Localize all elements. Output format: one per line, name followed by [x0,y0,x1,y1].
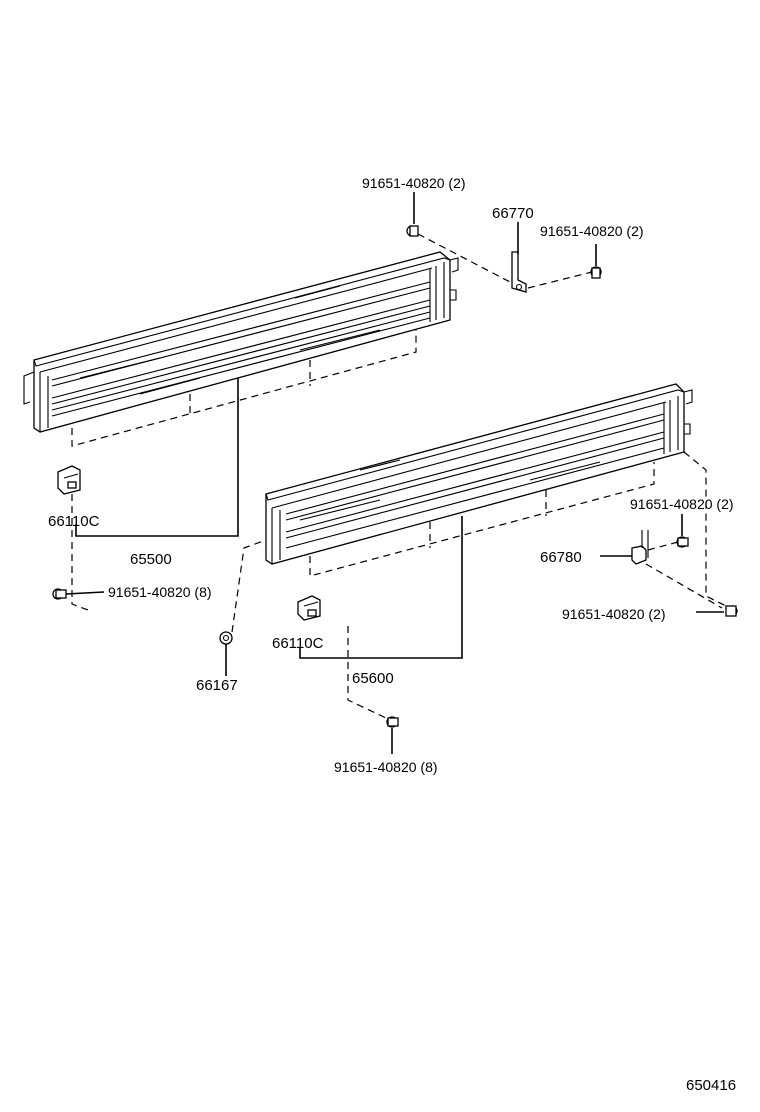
callout-hinge-right: 66780 [540,549,582,566]
leader-panel-left-bottom [71,330,417,447]
callout-latch-right: 66110C [272,635,324,652]
leader-latch-right-dash [347,626,387,719]
cap-66167-icon [219,631,233,645]
side-panel-65600 [265,383,693,565]
leader-hinge-bolt-right-dash [647,541,679,551]
leader-latch-left-dash [71,494,89,611]
callout-bolt-right-upper: 91651-40820 (2) [630,496,734,512]
callout-bolt-top: 91651-40820 (2) [362,175,466,191]
hinge-66780-icon [631,530,649,565]
callout-bolt-left: 91651-40820 (8) [108,584,212,600]
bolt-right-upper-icon [676,536,689,548]
latch-right-icon [297,595,321,621]
figure-id: 650416 [686,1077,736,1094]
leader-bolt-left [65,591,105,595]
bolt-left-icon [52,588,67,600]
bolt-top-icon [406,225,419,237]
callout-cap: 66167 [196,677,238,694]
callout-hinge-top: 66770 [492,205,534,222]
latch-left-icon [57,465,81,495]
side-panel-65500 [23,251,459,433]
leader-hinge-bolt-dash [527,271,593,289]
callout-bolt-right-lower: 91651-40820 (2) [562,606,666,622]
bolt-right-lower-icon [725,605,738,617]
leader-panel-right [299,516,463,659]
hinge-66770-icon [511,251,527,293]
bolt-hinge-top-icon [590,266,602,279]
leader-bolt-top-dash [417,233,511,283]
callout-panel-left: 65500 [130,551,172,568]
callout-bolt-hinge-top: 91651-40820 (2) [540,223,644,239]
leader-panel-left [75,378,239,537]
leader-cap-dash [231,539,267,633]
callout-panel-right: 65600 [352,670,394,687]
leader-panel-right-end-dash [683,451,727,607]
callout-latch-left: 66110C [48,513,100,530]
callout-bolt-bottom: 91651-40820 (8) [334,759,438,775]
leader-hinge-bolt-lower-dash [645,563,723,609]
leader-panel-right-bottom [309,462,655,577]
bolt-bottom-icon [386,716,399,728]
